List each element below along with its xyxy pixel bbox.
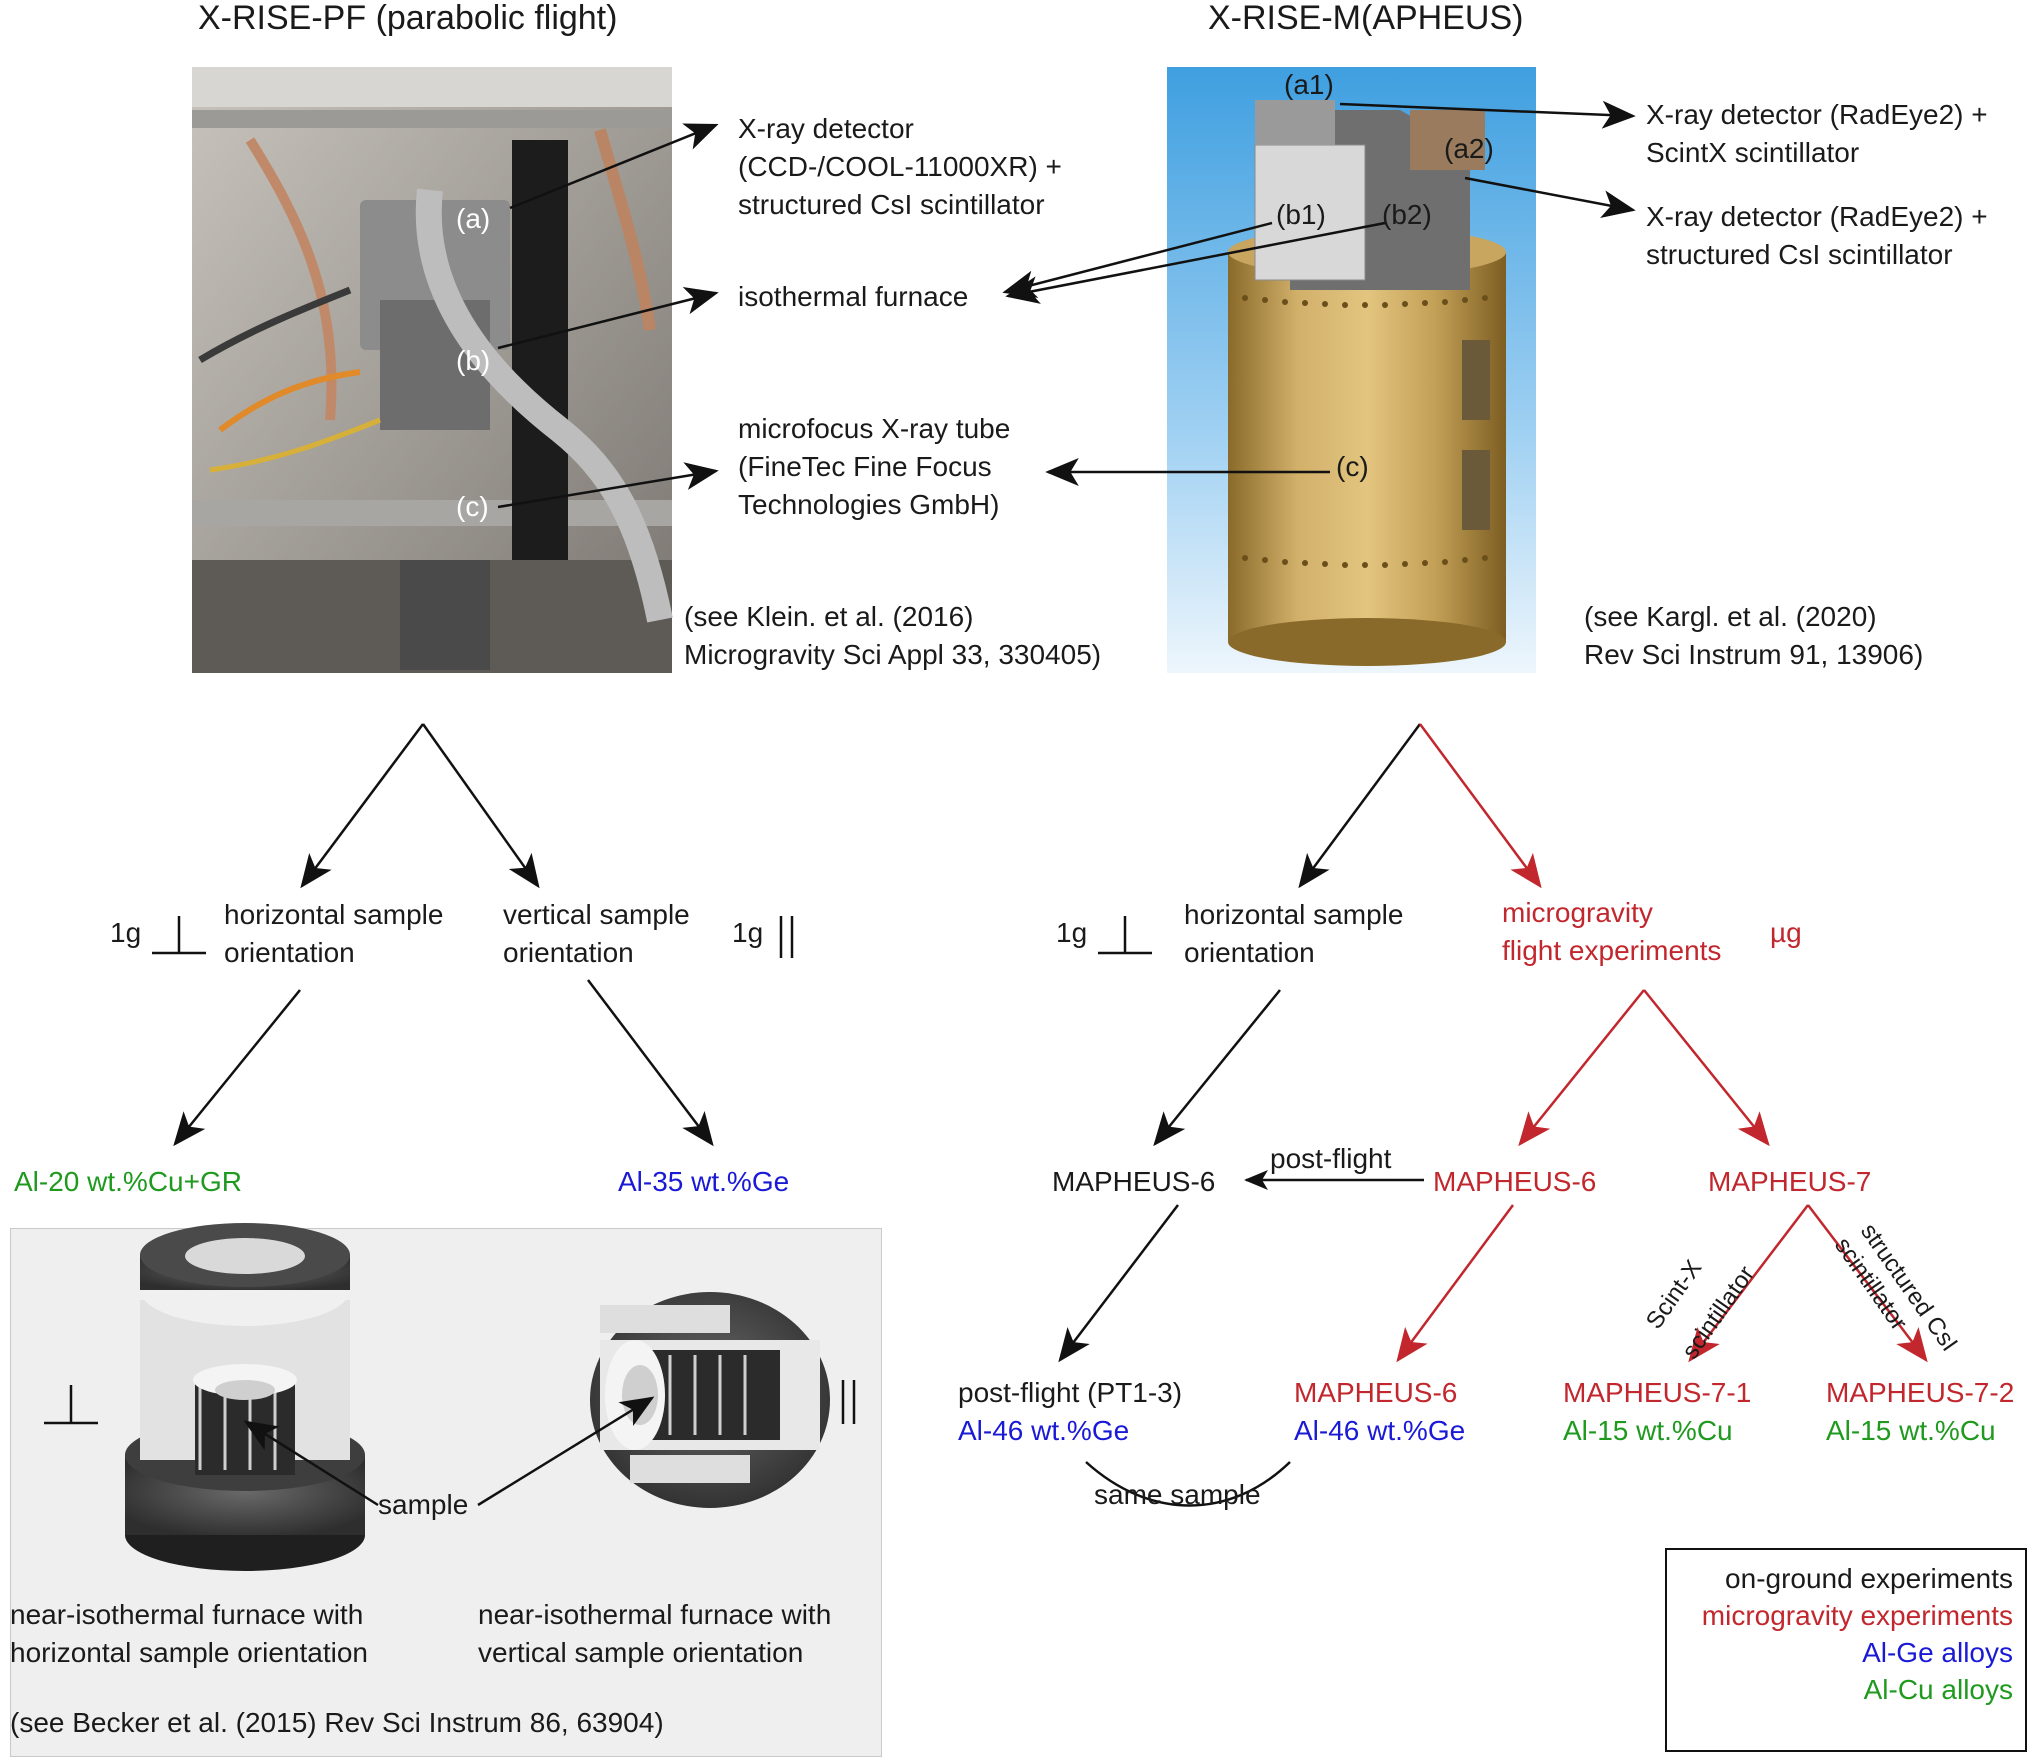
panel-caption-horizontal-line2: horizontal sample orientation	[10, 1637, 368, 1668]
legend-box: on-ground experiments microgravity exper…	[1665, 1548, 2027, 1752]
g-label-horizontal-right: 1g	[1056, 917, 1088, 948]
alloy-mapheus7-1-al15cu: Al-15 wt.%Cu	[1563, 1415, 1733, 1446]
node-mapheus6-result: MAPHEUS-6	[1294, 1377, 1458, 1408]
node-vertical-orientation-line1: vertical sample	[503, 899, 690, 930]
node-mapheus7-flight: MAPHEUS-7	[1708, 1166, 1872, 1197]
alloy-al35ge: Al-35 wt.%Ge	[618, 1166, 790, 1197]
parallel-symbol-left	[779, 916, 794, 958]
node-postflight-pt1-3: post-flight (PT1-3)	[958, 1377, 1183, 1408]
photo-label-a1: (a1)	[1284, 69, 1334, 100]
callout-tube-line2: (FineTec Fine Focus	[738, 451, 992, 482]
alloy-mapheus7-2-al15cu: Al-15 wt.%Cu	[1826, 1415, 1996, 1446]
perpendicular-symbol-panel	[44, 1385, 98, 1425]
photo-label-b1: (b1)	[1276, 199, 1326, 230]
legend-on-ground: on-ground experiments	[1725, 1563, 2013, 1594]
node-horizontal-orientation-right-line1: horizontal sample	[1184, 899, 1404, 930]
title-parabolic-flight: X-RISE-PF (parabolic flight)	[198, 0, 618, 37]
node-microgravity-line2: flight experiments	[1502, 935, 1722, 966]
node-mapheus7-2: MAPHEUS-7-2	[1826, 1377, 2015, 1408]
right-tree-arrows	[1058, 723, 1928, 1507]
legend-al-cu: Al-Cu alloys	[1863, 1674, 2013, 1705]
callout-tube-line3: Technologies GmbH)	[738, 489, 1000, 520]
callout-detector-line2: (CCD-/COOL-11000XR) +	[738, 151, 1062, 182]
panel-sample-label: sample	[378, 1489, 469, 1520]
photo-label-b2: (b2)	[1382, 199, 1432, 230]
alloy-mapheus6-al46ge: Al-46 wt.%Ge	[1294, 1415, 1466, 1446]
arrow-label-post-flight: post-flight	[1270, 1143, 1392, 1174]
node-vertical-orientation-line2: orientation	[503, 937, 634, 968]
node-mapheus6-ground: MAPHEUS-6	[1052, 1166, 1216, 1197]
furnace-horizontal-render	[125, 1223, 365, 1571]
reference-klein-line1: (see Klein. et al. (2016)	[684, 601, 974, 632]
callout-radeye-csi-line2: structured CsI scintillator	[1646, 239, 1953, 270]
node-horizontal-orientation-right-line2: orientation	[1184, 937, 1315, 968]
callout-radeye-scintx-line1: X-ray detector (RadEye2) +	[1646, 99, 1988, 130]
panel-reference-becker: (see Becker et al. (2015) Rev Sci Instru…	[10, 1707, 664, 1738]
node-mapheus6-flight: MAPHEUS-6	[1433, 1166, 1597, 1197]
node-mapheus7-1: MAPHEUS-7-1	[1563, 1377, 1752, 1408]
callout-tube-line1: microfocus X-ray tube	[738, 413, 1011, 444]
perpendicular-symbol-left	[152, 916, 206, 955]
panel-arrows	[243, 1396, 655, 1507]
node-horizontal-orientation-line2: orientation	[224, 937, 355, 968]
reference-klein-line2: Microgravity Sci Appl 33, 330405)	[684, 639, 1102, 670]
title-mapheus: X-RISE-M(APHEUS)	[1208, 0, 1524, 37]
g-label-vertical-left: 1g	[732, 917, 764, 948]
mu-g-label: µg	[1770, 917, 1802, 948]
alloy-al20cu-gr: Al-20 wt.%Cu+GR	[14, 1166, 242, 1197]
same-sample-label: same sample	[1094, 1479, 1261, 1510]
legend-al-ge: Al-Ge alloys	[1862, 1637, 2013, 1668]
photo-parabolic-flight-setup	[192, 67, 673, 673]
node-horizontal-orientation-line1: horizontal sample	[224, 899, 444, 930]
callout-radeye-csi-line1: X-ray detector (RadEye2) +	[1646, 201, 1988, 232]
callout-detector-line1: X-ray detector	[738, 113, 914, 144]
legend-microgravity: microgravity experiments	[1701, 1600, 2013, 1631]
photo-label-a: (a)	[456, 203, 491, 234]
parallel-symbol-panel	[841, 1380, 856, 1424]
callout-detector-line3: structured CsI scintillator	[738, 189, 1045, 220]
panel-caption-vertical-line2: vertical sample orientation	[478, 1637, 804, 1668]
alloy-postflight-al46ge: Al-46 wt.%Ge	[958, 1415, 1130, 1446]
photo-label-c-mapheus: (c)	[1336, 451, 1369, 482]
node-microgravity-line1: microgravity	[1502, 897, 1653, 928]
photo-label-b: (b)	[456, 345, 491, 376]
reference-kargl-line1: (see Kargl. et al. (2020)	[1584, 601, 1877, 632]
reference-kargl-line2: Rev Sci Instrum 91, 13906)	[1584, 639, 1924, 670]
callout-arrows	[497, 100, 1636, 509]
panel-caption-vertical-line1: near-isothermal furnace with	[478, 1599, 832, 1630]
left-tree-arrows	[173, 723, 714, 1147]
g-label-horizontal-left: 1g	[110, 917, 142, 948]
callout-furnace: isothermal furnace	[738, 281, 969, 312]
furnace-vertical-render	[590, 1292, 830, 1508]
panel-caption-horizontal-line1: near-isothermal furnace with	[10, 1599, 364, 1630]
photo-label-c: (c)	[456, 491, 489, 522]
callout-radeye-scintx-line2: ScintX scintillator	[1646, 137, 1860, 168]
perpendicular-symbol-right	[1098, 916, 1152, 955]
photo-mapheus-module	[1167, 67, 1536, 673]
photo-label-a2: (a2)	[1444, 133, 1494, 164]
